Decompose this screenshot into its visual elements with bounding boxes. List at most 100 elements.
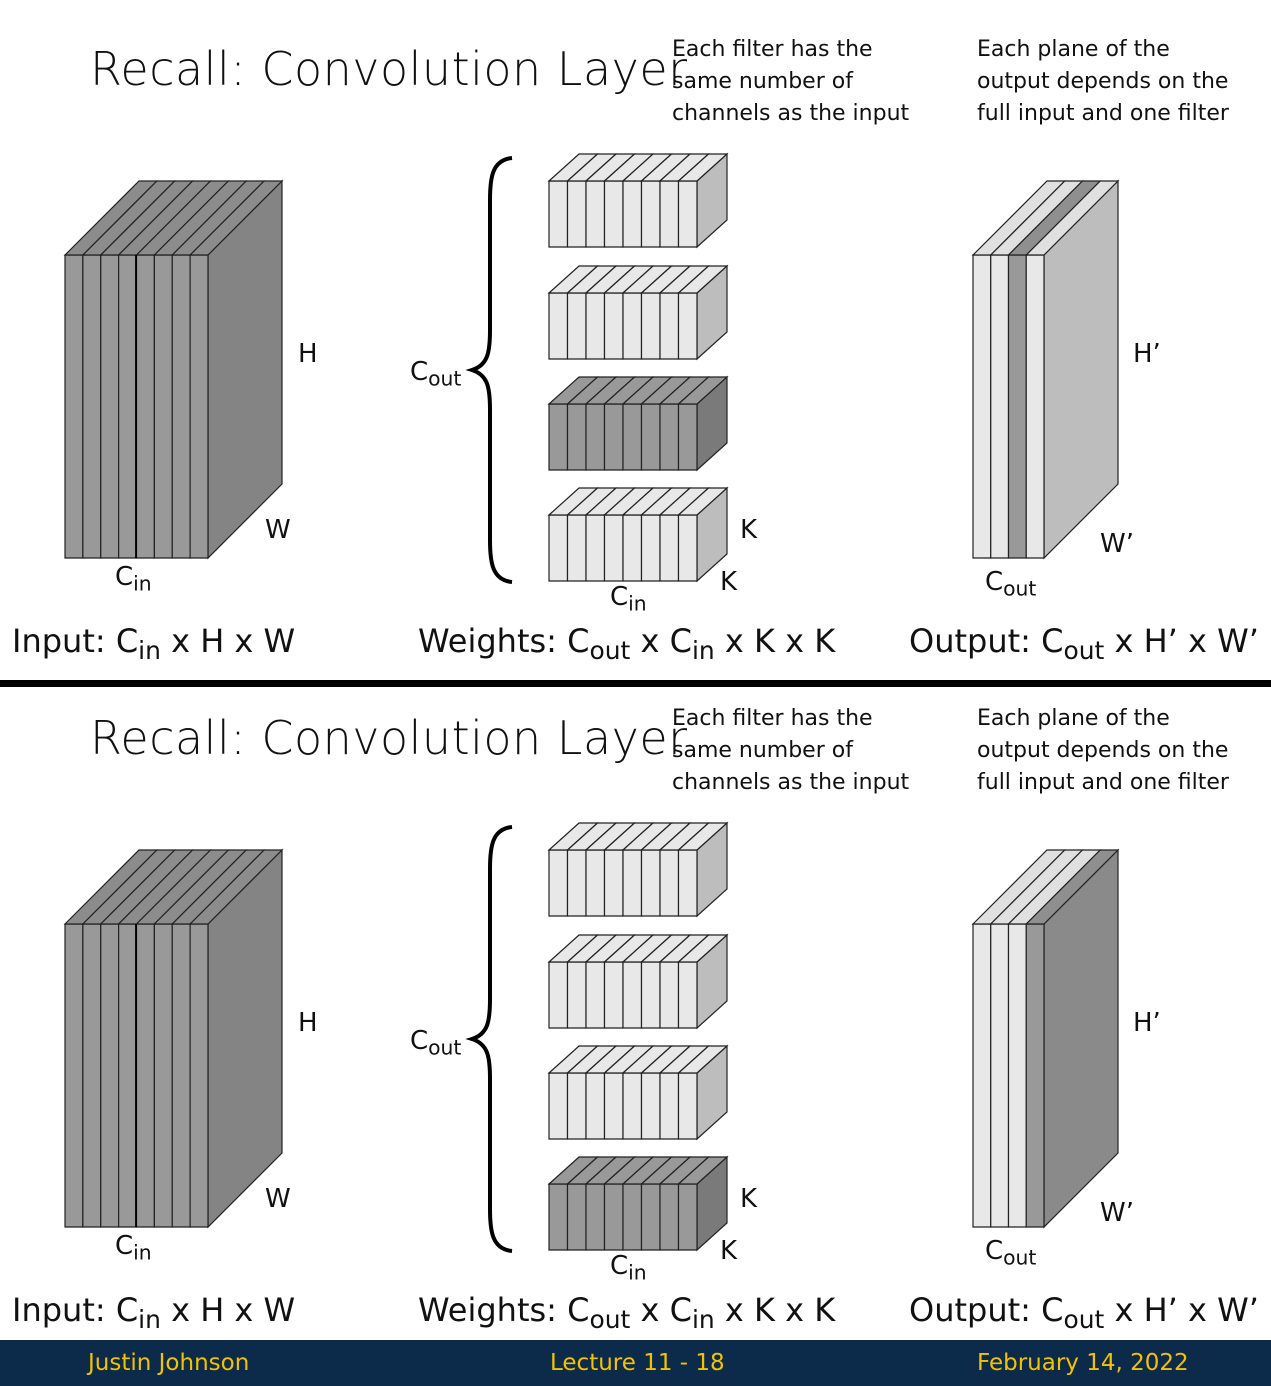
channel-slice — [548, 292, 569, 360]
slide-title: Recall: Convolution Layer — [90, 42, 688, 96]
input-volume — [63, 179, 284, 560]
note-filters: Each filter has the same number of chann… — [672, 37, 910, 126]
channel-slice — [640, 1072, 661, 1140]
channel-slice — [566, 403, 587, 471]
channel-top — [676, 1156, 729, 1185]
slide-panel-2: Recall: Convolution Layer Each filter ha… — [0, 669, 1271, 1337]
channel-slice — [622, 1072, 643, 1140]
filter-channel-label: Cin — [610, 582, 647, 616]
channel-slice — [603, 1072, 624, 1140]
output-plane — [990, 254, 1010, 559]
input-channel-label: Cin — [115, 1231, 152, 1265]
input-width-label: W — [265, 515, 291, 545]
channel-slice — [153, 923, 173, 1228]
channel-slice — [548, 403, 569, 471]
channel-slice — [677, 514, 698, 582]
filter-2 — [547, 264, 729, 361]
channel-slice — [640, 961, 661, 1029]
output-plane — [1007, 254, 1027, 559]
output-height-label: H’ — [1133, 1008, 1161, 1038]
channel-slice — [566, 1183, 587, 1251]
channel-slice — [677, 1072, 698, 1140]
channel-slice — [189, 923, 209, 1228]
filter-4 — [547, 1155, 729, 1252]
channel-top — [676, 934, 729, 963]
input-width-label: W — [265, 1184, 291, 1214]
channel-slice — [677, 849, 698, 917]
note-output: Each plane of the output depends on the … — [977, 706, 1229, 795]
slide-title: Recall: Convolution Layer — [90, 711, 688, 765]
input-height-label: H — [298, 1008, 318, 1038]
channel-slice — [566, 514, 587, 582]
input-caption: Input: Cin x H x W — [12, 1291, 295, 1334]
channel-top — [676, 487, 729, 516]
slide-footer: Justin Johnson Lecture 11 - 18 February … — [0, 1340, 1271, 1386]
channel-slice — [585, 514, 606, 582]
note-output: Each plane of the output depends on the … — [977, 37, 1229, 126]
channel-top — [676, 153, 729, 182]
channel-slice — [659, 514, 680, 582]
input-volume — [63, 848, 284, 1229]
channel-slice — [585, 292, 606, 360]
output-plane — [1025, 254, 1045, 559]
channel-slice — [603, 292, 624, 360]
channel-slice — [677, 180, 698, 248]
filter-1 — [547, 821, 729, 918]
output-height-label: H’ — [1133, 339, 1161, 369]
channel-slice — [622, 292, 643, 360]
channel-slice — [659, 961, 680, 1029]
channel-slice — [640, 180, 661, 248]
channel-slice — [659, 849, 680, 917]
channel-slice — [659, 180, 680, 248]
output-width-label: W’ — [1100, 1198, 1134, 1228]
channel-slice — [171, 254, 191, 559]
channel-slice — [548, 180, 569, 248]
channel-slice — [566, 180, 587, 248]
channel-slice — [585, 849, 606, 917]
channel-slice — [548, 1183, 569, 1251]
channel-slice — [135, 254, 155, 559]
output-plane — [972, 923, 992, 1228]
channel-slice — [585, 1072, 606, 1140]
channel-top — [188, 180, 284, 256]
channel-slice — [118, 254, 138, 559]
channel-slice — [603, 403, 624, 471]
channel-slice — [548, 849, 569, 917]
output-plane — [1025, 923, 1045, 1228]
panel-divider — [0, 680, 1271, 687]
channel-slice — [622, 1183, 643, 1251]
channel-slice — [153, 254, 173, 559]
channel-top — [188, 849, 284, 925]
channel-slice — [603, 961, 624, 1029]
filter-2 — [547, 933, 729, 1030]
channel-slice — [64, 254, 84, 559]
channel-slice — [622, 849, 643, 917]
channel-slice — [548, 514, 569, 582]
output-caption: Output: Cout x H’ x W’ — [909, 622, 1259, 665]
footer-author: Justin Johnson — [88, 1350, 250, 1376]
channel-slice — [677, 961, 698, 1029]
slide-panel-1: Recall: Convolution Layer Each filter ha… — [0, 0, 1271, 668]
channel-top — [676, 376, 729, 405]
input-channel-label: Cin — [115, 562, 152, 596]
channel-slice — [640, 292, 661, 360]
channel-slice — [585, 1183, 606, 1251]
output-caption: Output: Cout x H’ x W’ — [909, 1291, 1259, 1334]
channel-slice — [677, 292, 698, 360]
channel-slice — [82, 254, 102, 559]
output-width-label: W’ — [1100, 529, 1134, 559]
weights-caption: Weights: Cout x Cin x K x K — [418, 1291, 836, 1334]
channel-slice — [585, 961, 606, 1029]
output-plane — [972, 254, 992, 559]
channel-slice — [603, 849, 624, 917]
output-plane-top — [1024, 849, 1120, 925]
filter-width-label: K — [720, 567, 738, 597]
channel-slice — [640, 1183, 661, 1251]
footer-date: February 14, 2022 — [977, 1350, 1189, 1376]
filter-brace — [465, 825, 513, 1253]
channel-slice — [659, 292, 680, 360]
filter-brace — [465, 156, 513, 584]
output-volume — [971, 179, 1120, 560]
